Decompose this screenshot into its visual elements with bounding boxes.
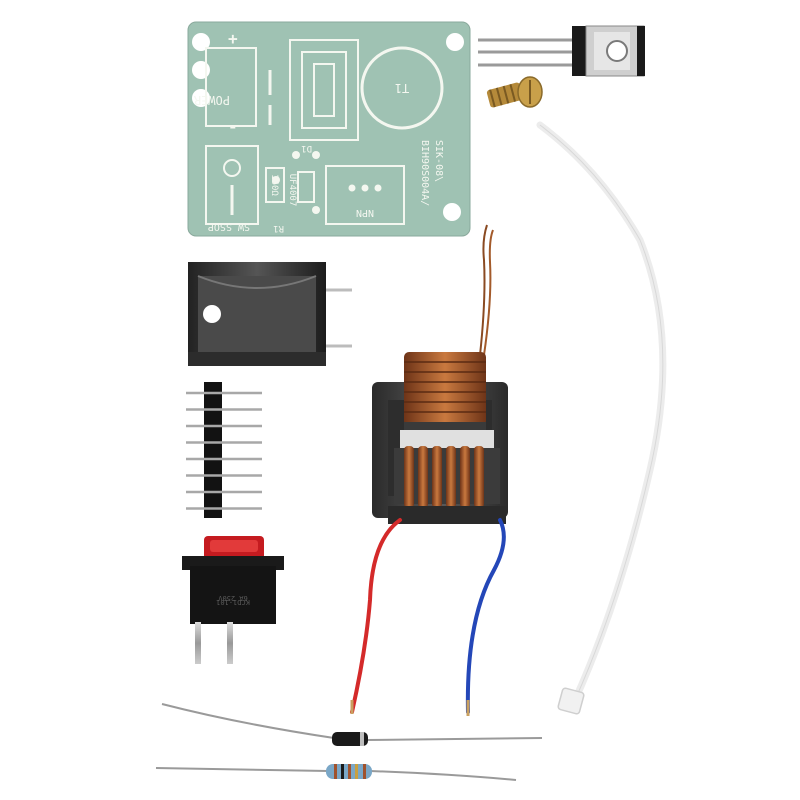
screw (486, 76, 543, 108)
pcb-board: POWER + - T1 SW SSOP 150Ω UF4007 R1 D1 (187, 21, 471, 237)
pcb-label-d1: D1 (301, 143, 312, 153)
pcb-label-resistor-value: 150Ω (269, 174, 279, 196)
pcb-label-npn: NPN (356, 207, 374, 218)
pcb-label-t1: T1 (395, 81, 409, 95)
pcb-label-part-rev: SIK-08\ (433, 140, 444, 182)
pcb-label-part-code: BIH90S004A/ (419, 140, 430, 206)
mount-hole (192, 61, 210, 79)
transistor (478, 25, 645, 77)
diode (161, 703, 543, 746)
pin-header-body (204, 382, 222, 518)
mount-hole (443, 203, 461, 221)
pcb-label-minus: - (228, 117, 238, 136)
hv-transformer (350, 224, 508, 716)
resistor (155, 764, 517, 781)
switch-label-line2: 6A 250V (217, 594, 247, 602)
cable-tie (536, 121, 667, 715)
pcb-label-plus: + (228, 29, 238, 48)
mount-hole (446, 33, 464, 51)
pcb-label-r1: R1 (273, 223, 284, 233)
mount-hole (192, 33, 210, 51)
pcb-label-power: POWER (193, 93, 230, 107)
pin-header (186, 382, 262, 518)
rocker-switch: KCD1-101 6A 250V (182, 536, 284, 664)
heatsink (188, 262, 352, 366)
pcb-label-sw: SW SSOP (208, 221, 250, 232)
switch-label-line1: KCD1-101 (216, 598, 250, 606)
pcb-label-diode-model: UF4007 (287, 174, 297, 207)
